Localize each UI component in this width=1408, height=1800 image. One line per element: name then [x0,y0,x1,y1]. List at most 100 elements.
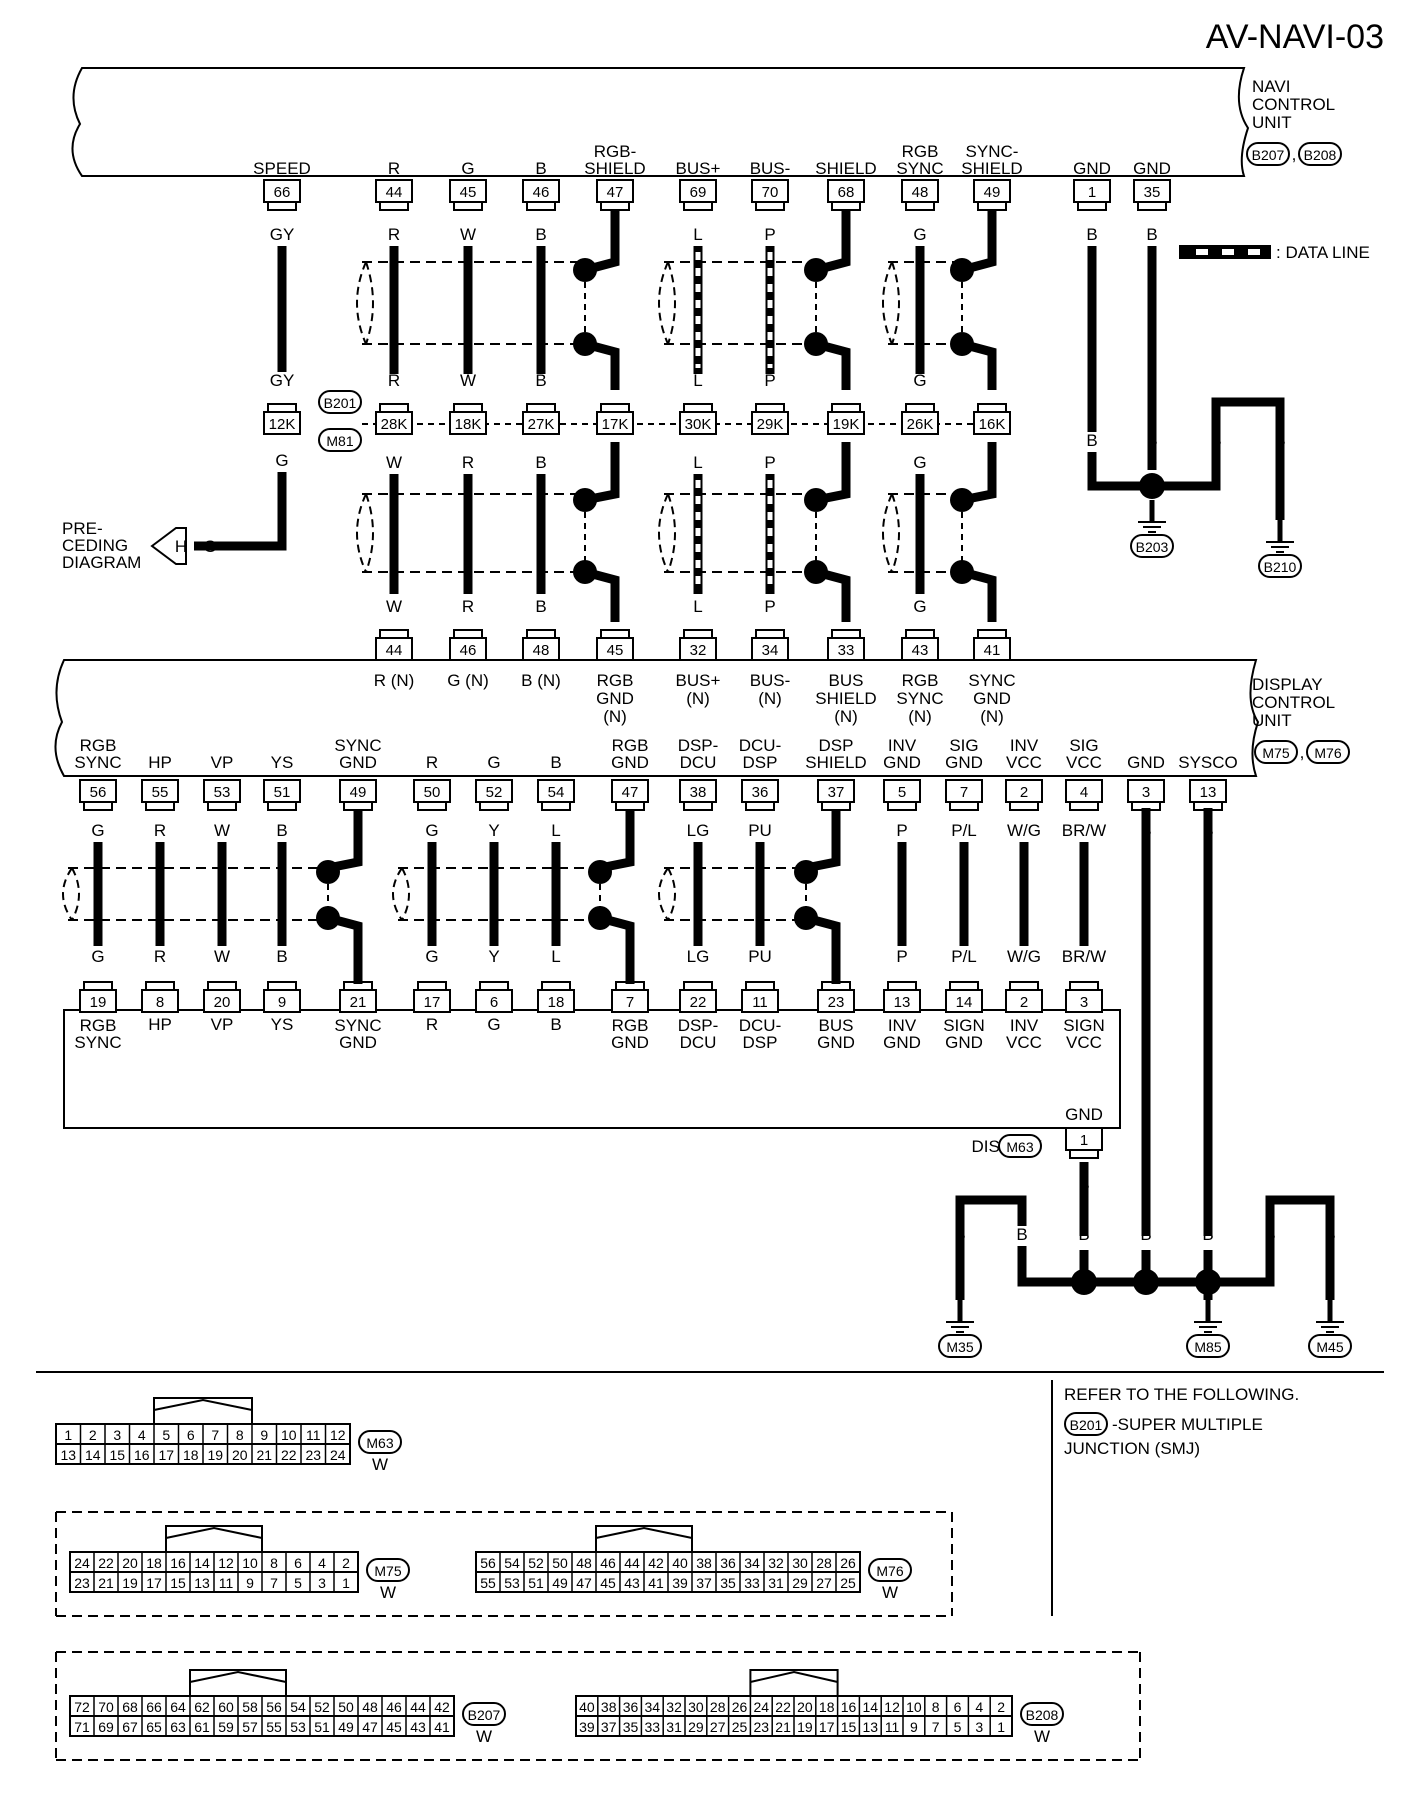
shield-cylinder [365,493,374,573]
navi-pin-45-number: 45 [460,184,477,201]
wire-color: B [1146,225,1157,244]
terminal-bracket [755,202,785,211]
terminal-bracket [683,802,713,811]
navi-pin-46 [522,179,560,203]
terminal-bracket [145,802,175,811]
face-b208-cavity: 21 [775,1719,791,1735]
face-m75-cavity: 3 [318,1575,326,1591]
display-pin-label: RGB [80,1016,117,1035]
face-b208-cavity: 1 [997,1719,1005,1735]
terminal-bracket [600,403,630,412]
terminal-bracket [526,629,556,638]
face-b208-cavity: 24 [754,1699,770,1715]
gnd-wire [1087,452,1152,491]
face-m63-cavity: 2 [89,1427,97,1443]
shield-wire [583,567,620,622]
navi-pin-label: SYNC- [966,142,1019,161]
dcu-pin-label: GND [1127,753,1165,772]
face-m63-cavity: 18 [183,1447,199,1463]
face-b208-cavity: 27 [710,1719,726,1735]
face-m76-cavity: 50 [552,1555,568,1571]
dcu-upper-pin-label: B (N) [521,671,561,690]
face-m63-id-text: M63 [366,1435,393,1451]
terminal-bracket [887,981,917,990]
dcu-pin-5-number: 5 [898,784,906,801]
shield-wire [326,913,363,984]
smj-terminal-number: 27K [528,416,555,433]
display-pin-label: INV [888,1016,917,1035]
display-pin-20 [203,989,241,1013]
display-pin-label: DCU [680,1033,717,1052]
face-b208-cavity: 40 [579,1699,595,1715]
face-b207-cavity: 58 [242,1699,258,1715]
display-pin-20-number: 20 [214,994,231,1011]
dcu-upper-pin-label: SHIELD [815,689,876,708]
dcu-upper-pin-label: BUS- [750,671,791,690]
dcu-connector-m76-text: M76 [1314,745,1341,761]
wire-color: G [913,453,926,472]
face-b208-cavity: 16 [841,1699,857,1715]
dcu-pin-2 [1005,779,1043,803]
display-pin-label: DSP [743,1033,778,1052]
face-m75-cavity: 5 [294,1575,302,1591]
terminal-bracket [905,403,935,412]
shield-cylinder [658,261,669,345]
wire-color: B [1146,431,1157,450]
navi-pin-45 [449,179,487,203]
dcu-pin-label: VP [211,753,234,772]
ground-m85 [1186,1334,1230,1358]
smj-connector-b201 [318,390,362,414]
display-pin-label: SIGN [943,1016,985,1035]
ground-b203-text: B203 [1136,539,1169,555]
dcu-pin-38-number: 38 [690,784,707,801]
face-b207-cavity: 63 [170,1719,186,1735]
display-pin-11 [741,989,779,1013]
shield-splice [588,860,612,884]
display-pin-7-number: 7 [626,994,634,1011]
dcu-pin-label: GND [611,753,649,772]
terminal-bracket [83,802,113,811]
display-pin-label: GND [611,1033,649,1052]
dcu-upper-pin-44-number: 44 [386,642,403,659]
terminal-bracket [417,802,447,811]
face-m76-cavity: 49 [552,1575,568,1591]
navi-pin-47-number: 47 [607,184,624,201]
display-gnd-pin [1065,1127,1103,1151]
face-b207-cavity: 64 [170,1699,186,1715]
dcu-upper-pin-label: (N) [908,707,932,726]
face-m63-cavity: 3 [113,1427,121,1443]
face-m63-cavity: 1 [64,1427,72,1443]
dcu-pin-label: SYSCO [1178,753,1238,772]
shield-cylinder [365,261,374,345]
data-line-legend-label: : DATA LINE [1276,243,1370,262]
terminal-bracket [417,981,447,990]
display-pin-9 [263,989,301,1013]
ground-splice [1139,473,1165,499]
comma: , [1300,743,1305,762]
dcu-pin-label: GND [883,753,921,772]
preceding-diagram-label: CEDING [62,536,128,555]
dcu-pin-label: RGB [80,736,117,755]
face-m63-latch [153,1397,253,1425]
dcu-pin-3-number: 3 [1142,784,1150,801]
face-b208-cavity: 11 [885,1719,900,1735]
wire-color: G [913,225,926,244]
ground-m35-text: M35 [946,1339,973,1355]
face-b208-cavity: 4 [975,1699,983,1715]
face-m76-cavity: 55 [480,1575,496,1591]
navi-pin-47 [596,179,634,203]
navi-pin-label: GND [1133,159,1171,178]
face-b208-cavity: 38 [601,1699,617,1715]
display-pin-label: YS [271,1015,294,1034]
display-connector-m63-text: M63 [1006,1139,1033,1155]
dcu-pin-55-number: 55 [152,784,169,801]
face-m76-cavity: 54 [504,1555,520,1571]
smj-terminal [263,411,301,435]
terminal-bracket [977,403,1007,412]
face-b208-latch-mark [750,1670,838,1683]
shield-splice [573,258,597,282]
preceding-arrow [150,527,187,565]
face-m63-cavity: 4 [138,1427,146,1443]
navi-pin-49-number: 49 [984,184,1001,201]
